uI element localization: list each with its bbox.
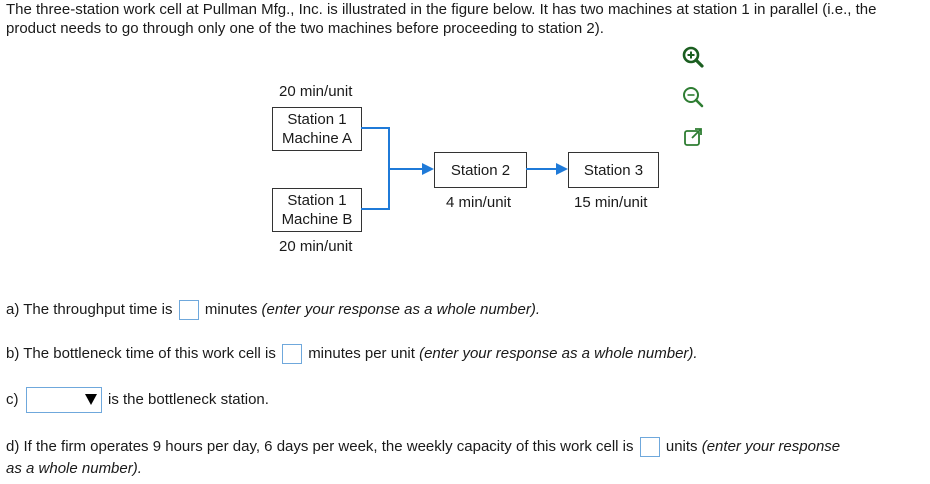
machine-a-line2: Machine A [281, 130, 353, 147]
question-c-prefix: c) [6, 391, 19, 408]
machine-a-line1: Station 1 [287, 111, 347, 128]
machine-a-rate: 20 min/unit [279, 83, 353, 100]
zoom-out-icon[interactable] [680, 84, 706, 110]
question-d: d) If the firm operates 9 hours per day,… [6, 437, 841, 458]
question-d-unit: units [665, 438, 698, 455]
station3-box: Station 3 [568, 152, 659, 188]
question-a: a) The throughput time is minutes (enter… [6, 300, 541, 321]
question-d-hint-1: (enter your response [701, 438, 841, 455]
bottleneck-station-dropdown[interactable] [26, 387, 102, 413]
station2-rate: 4 min/unit [446, 194, 512, 211]
question-a-unit: minutes [204, 301, 258, 318]
question-b-unit: minutes per unit [308, 345, 415, 362]
dropdown-arrow-icon [85, 394, 97, 405]
machine-b-line1: Station 1 [287, 192, 347, 209]
arrow-to-station2 [422, 163, 434, 175]
throughput-time-input[interactable] [178, 300, 199, 321]
weekly-capacity-input[interactable] [639, 437, 660, 458]
question-d-hint-2: as a whole number). [6, 460, 142, 477]
question-d-line2: as a whole number). [6, 459, 142, 479]
station3-label: Station 3 [583, 161, 644, 179]
question-a-text: a) The throughput time is [6, 301, 173, 318]
zoom-in-icon[interactable] [680, 44, 706, 70]
question-b: b) The bottleneck time of this work cell… [6, 344, 698, 365]
station2-label: Station 2 [450, 161, 511, 179]
station2-box: Station 2 [434, 152, 527, 188]
arrow-to-station3 [556, 163, 568, 175]
question-c-text: is the bottleneck station. [108, 391, 269, 408]
figure-toolbar [680, 44, 712, 164]
station1-machine-a-box: Station 1 Machine A [272, 107, 362, 151]
question-b-text: b) The bottleneck time of this work cell… [6, 345, 276, 362]
machine-b-rate: 20 min/unit [279, 238, 353, 255]
popout-icon[interactable] [680, 124, 706, 150]
problem-statement: The three-station work cell at Pullman M… [6, 1, 877, 37]
station1-machine-b-box: Station 1 Machine B [272, 188, 362, 232]
machine-b-line2: Machine B [281, 211, 353, 228]
station3-rate: 15 min/unit [574, 194, 648, 211]
question-d-text: d) If the firm operates 9 hours per day,… [6, 438, 634, 455]
question-b-hint: (enter your response as a whole number). [419, 345, 698, 362]
bottleneck-time-input[interactable] [282, 344, 303, 365]
question-a-hint: (enter your response as a whole number). [261, 301, 541, 318]
